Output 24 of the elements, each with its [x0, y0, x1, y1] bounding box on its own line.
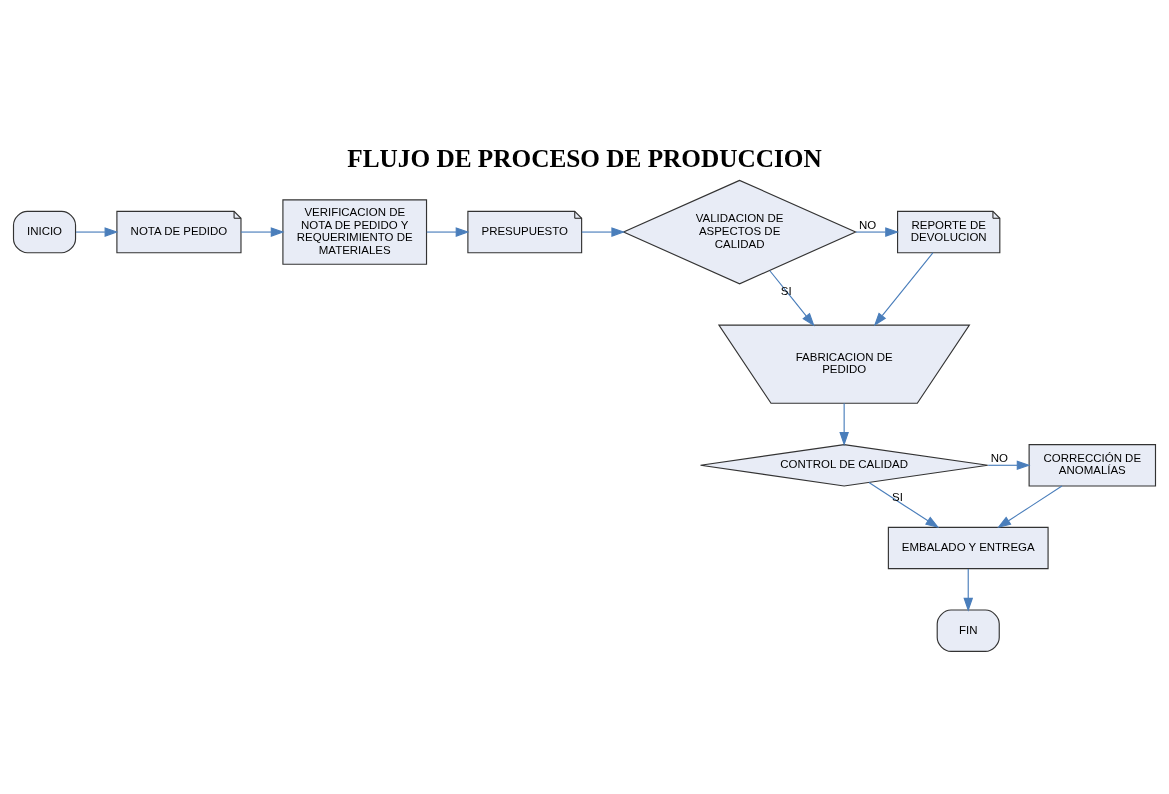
edge-label: NO	[859, 218, 877, 231]
node-box: INICIO	[12, 210, 77, 253]
arrow	[873, 251, 934, 326]
diagram-title: FLUJO DE PROCESO DE PRODUCCION	[347, 143, 822, 172]
arrow	[963, 567, 974, 612]
arrow	[855, 226, 899, 237]
edge-label: NO	[990, 451, 1008, 464]
arrow	[75, 226, 119, 237]
arrow	[987, 459, 1031, 470]
arrow	[839, 402, 849, 446]
arrow	[240, 226, 285, 237]
node-box: CORRECCIÓN DE ANOMALÍAS	[1028, 443, 1157, 487]
node-diamond: VALIDACION DE ASPECTOS DE CALIDAD	[622, 179, 858, 284]
node-box: EMBALADO Y ENTREGA	[887, 526, 1049, 569]
edge-label: SI	[892, 490, 903, 503]
edge-label: SI	[780, 284, 792, 297]
node-box: FIN	[936, 608, 1000, 652]
node-diamond: CONTROL DE CALIDAD	[699, 443, 989, 487]
arrow	[581, 226, 626, 237]
arrow	[769, 269, 815, 326]
arrow	[868, 481, 940, 528]
arrow	[997, 485, 1063, 528]
node-box: VERIFICACION DE NOTA DE PEDIDO Y REQUERIMIENTO DE MATERIALES	[282, 198, 428, 265]
arrow	[426, 226, 470, 237]
